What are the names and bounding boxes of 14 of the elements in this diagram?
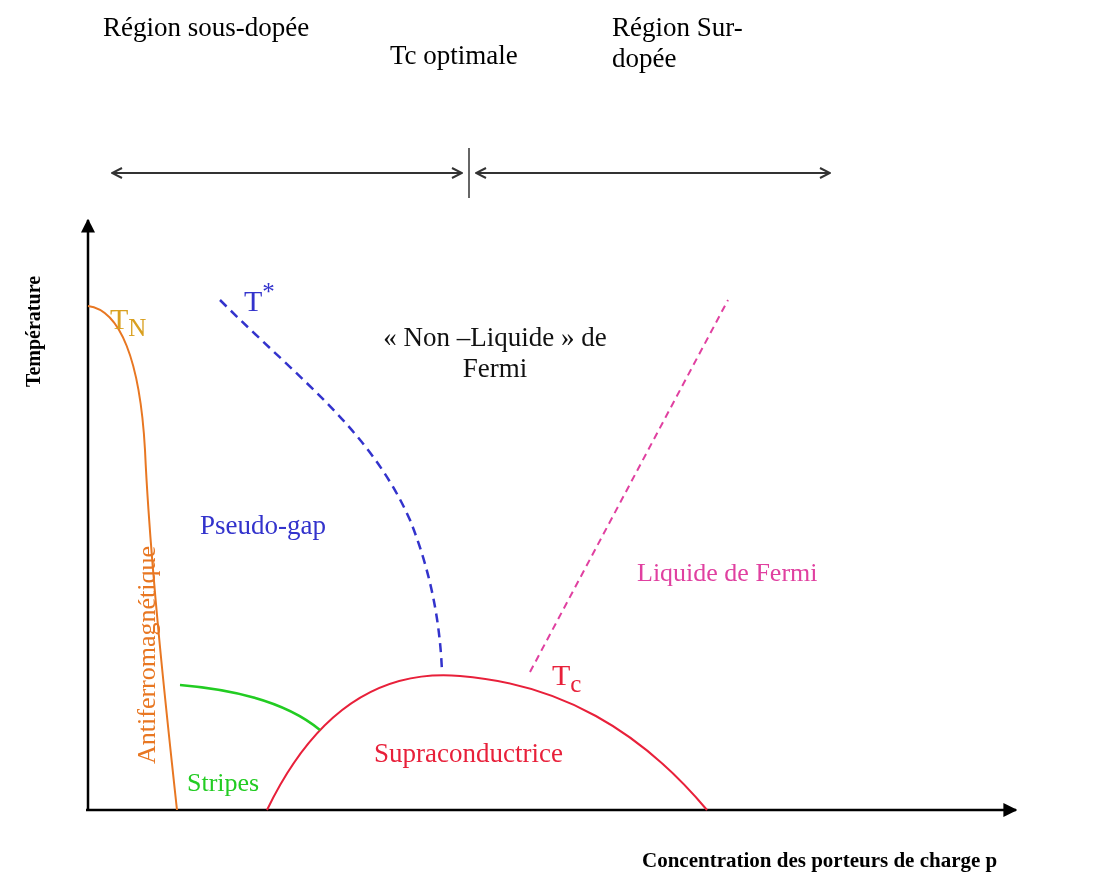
curve-label: T$_{c}$ <box>552 658 582 699</box>
region-label: Stripes <box>187 768 260 798</box>
region-label: Région Sur-dopée <box>612 12 744 75</box>
curve-label: T$^{*}$ <box>244 278 275 319</box>
region-label: « Non –Liquide » de Fermi <box>382 322 608 385</box>
region-label: Pseudo-gap <box>200 510 326 542</box>
region-label: Région sous-dopée <box>103 12 310 44</box>
region-label: Antiferromagnétique <box>132 544 162 766</box>
region-label: Liquide de Fermi <box>637 558 818 588</box>
curve-label: T$_{N}$ <box>110 302 147 343</box>
axis-title: Température <box>21 274 45 390</box>
region-label: Tc optimale <box>390 40 518 72</box>
region-label: Supraconductrice <box>374 738 563 770</box>
axis-title: Concentration des porteurs de charge p <box>642 848 998 873</box>
